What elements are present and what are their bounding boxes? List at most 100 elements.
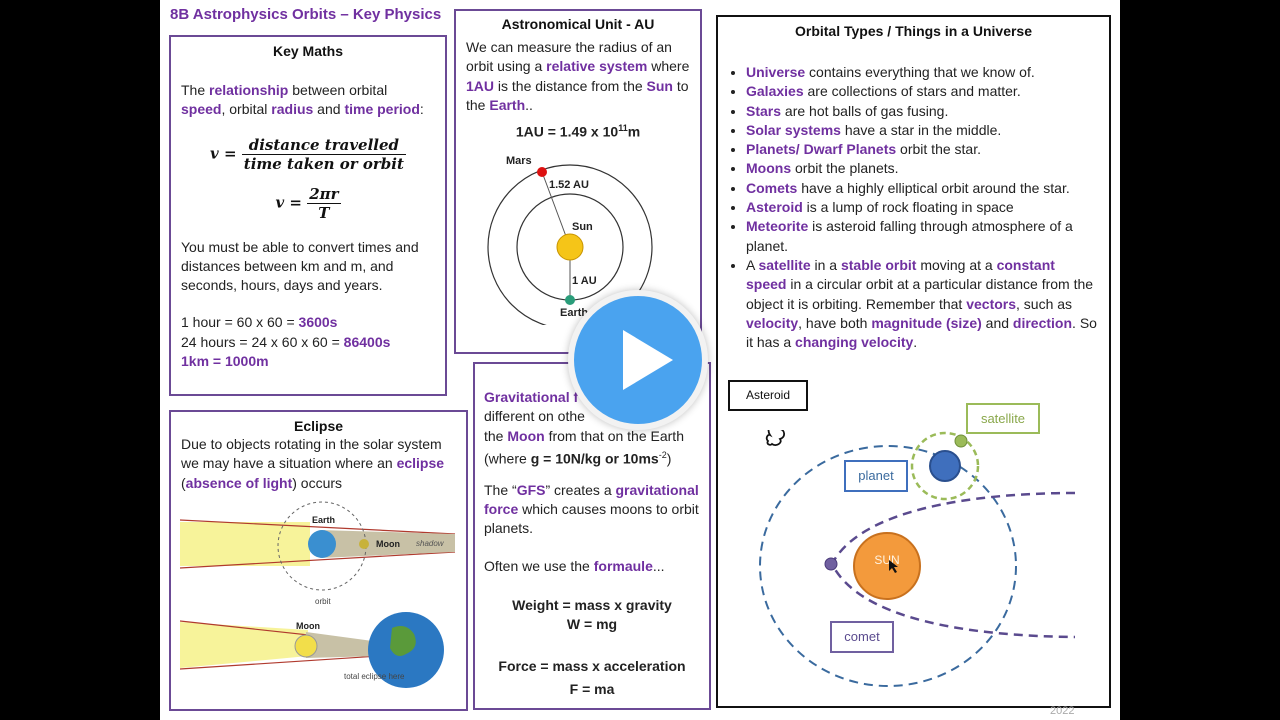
formula-intro: Often we use the formaule... <box>484 557 700 576</box>
force-formula: Force = mass x acceleration F = ma <box>484 657 700 700</box>
formula-numerator: distance travelled <box>241 136 406 155</box>
list-item: Stars are hot balls of gas fusing. <box>746 102 1097 121</box>
list-item-text: have a star in the middle. <box>840 121 1002 138</box>
formula-intro-text: Often we use the <box>484 557 594 574</box>
list-item: Galaxies are collections of stars and ma… <box>746 82 1097 101</box>
eclipse-description: Due to objects rotating in the solar sys… <box>181 435 456 493</box>
orbital-types-list: Universe contains everything that we kno… <box>730 63 1097 352</box>
orbital-types-panel: Orbital Types / Things in a Universe Uni… <box>716 15 1111 708</box>
play-button[interactable] <box>568 290 708 430</box>
formula-intro-text: ... <box>652 557 665 574</box>
list-item-text: is asteroid falling through atmosphere o… <box>746 218 1073 254</box>
sat-keyword: changing velocity <box>795 334 914 351</box>
earth-distance-label: 1 AU <box>572 275 597 287</box>
list-item: Asteroid is a lump of rock floating in s… <box>746 198 1097 217</box>
weight-formula-symbols: W = mg <box>566 616 618 633</box>
gravity-text: different on othe <box>484 408 585 425</box>
conversion-line: 24 hours = 24 x 60 x 60 = <box>181 333 344 350</box>
au-equation: 1AU = 1.49 x 1011m <box>466 119 690 142</box>
list-item: Moons orbit the planets. <box>746 159 1097 178</box>
gfs-keyword: GFS <box>516 481 546 498</box>
eclipse-moon-label: Moon <box>376 539 400 549</box>
conversion-result: 3600s <box>298 314 338 331</box>
au-title: Astronomical Unit - AU <box>501 16 655 32</box>
conversion-line: 1 hour = 60 x 60 = <box>181 314 299 331</box>
au-keyword: Sun <box>646 77 673 94</box>
list-item-keyword: Moons <box>746 160 792 177</box>
eclipse-diagram: Earth Moon shadow orbit Moon total eclip… <box>180 501 456 688</box>
au-eq-unit: m <box>627 123 641 140</box>
moon-shadow <box>306 632 380 658</box>
sat-text: , such as <box>1016 295 1073 312</box>
satellite-label: satellite <box>966 403 1040 434</box>
formula-denominator: T <box>318 203 330 222</box>
satellite-orbit <box>910 431 980 501</box>
intro-keyword: speed <box>181 101 222 118</box>
force-formula-words: Force = mass x acceleration <box>498 657 686 674</box>
sat-keyword: constant speed <box>746 256 1055 293</box>
sat-keyword: direction <box>1012 314 1073 331</box>
formula-lhs: v = <box>210 144 237 163</box>
orbital-types-title: Orbital Types / Things in a Universe <box>794 23 1033 39</box>
formula-lhs: v = <box>275 193 302 212</box>
gravity-keyword: Moon <box>507 427 545 444</box>
list-item-text: are hot balls of gas fusing. <box>781 102 949 119</box>
gfs-keyword: gravitational force <box>484 481 699 518</box>
gfs-text: ” creates a <box>545 481 616 498</box>
intro-keyword: relationship <box>209 82 289 98</box>
sat-text: moving at a <box>916 256 997 273</box>
formula-intro-keyword: formaule <box>593 557 653 574</box>
sunlight-beam-2 <box>180 622 308 668</box>
moon-icon <box>359 539 369 549</box>
au-eq-exponent: 11 <box>618 123 628 134</box>
au-orbit-diagram: Mars 1.52 AU Sun 1 AU Earth <box>487 155 653 325</box>
eclipse-earth-label: Earth <box>312 515 335 525</box>
list-item: Universe contains everything that we kno… <box>746 63 1097 82</box>
au-keyword: Earth <box>489 96 526 113</box>
orbit-label: orbit <box>315 597 331 606</box>
au-description: We can measure the radius of an orbit us… <box>466 38 690 115</box>
eclipse-keyword: absence of light <box>185 474 293 491</box>
list-item-keyword: Planets/ Dwarf Planets <box>746 141 897 158</box>
au-text: where <box>647 58 690 75</box>
mars-distance-label: 1.52 AU <box>549 179 589 191</box>
sat-text: in a <box>810 256 841 273</box>
au-text: to the <box>466 77 689 113</box>
sat-text: . So it has a <box>746 314 1097 351</box>
sat-text: , have both <box>798 314 872 331</box>
light-ray <box>180 519 456 535</box>
mouse-cursor-icon <box>889 560 898 573</box>
planet-label: planet <box>844 460 908 492</box>
page-footer: 2022 <box>1050 705 1075 717</box>
sat-keyword: magnitude (size) <box>871 314 982 331</box>
list-item: Solar systems have a star in the middle. <box>746 121 1097 140</box>
gravity-value: g = 10N/kg or 10ms <box>530 450 659 467</box>
intro-text: and <box>313 101 345 118</box>
page-title: 8B Astrophysics Orbits – Key Physics <box>170 6 442 23</box>
list-item-text: have a highly elliptical orbit around th… <box>797 179 1070 196</box>
conversion-result: 1km = 1000m <box>181 353 269 370</box>
list-item-keyword: Asteroid <box>746 199 803 216</box>
sat-text: and <box>981 314 1013 331</box>
moon-icon <box>294 634 318 658</box>
asteroid-label: Asteroid <box>728 380 808 411</box>
sun-icon <box>556 233 584 261</box>
gfs-text: The “ <box>484 481 517 498</box>
sat-text: . <box>913 334 918 351</box>
gravity-text: the <box>484 427 508 444</box>
sat-text: A <box>746 256 759 273</box>
list-item: Planets/ Dwarf Planets orbit the star. <box>746 140 1097 159</box>
formula-denominator: time taken or orbit <box>243 154 404 173</box>
total-eclipse-label: total eclipse here <box>344 672 405 681</box>
land-mass <box>390 626 416 656</box>
conversion-examples: 1 hour = 60 x 60 = 3600s 24 hours = 24 x… <box>181 313 435 371</box>
light-ray <box>180 551 456 569</box>
worksheet-page: 8B Astrophysics Orbits – Key Physics Key… <box>160 0 1120 720</box>
au-text: We can measure the radius of an orbit us… <box>466 39 672 75</box>
planet-icon <box>929 450 961 482</box>
au-text: is the distance from the <box>494 77 647 94</box>
sat-keyword: satellite <box>758 256 811 273</box>
eclipse-title: Eclipse <box>293 418 344 434</box>
intro-text: : <box>419 101 424 118</box>
